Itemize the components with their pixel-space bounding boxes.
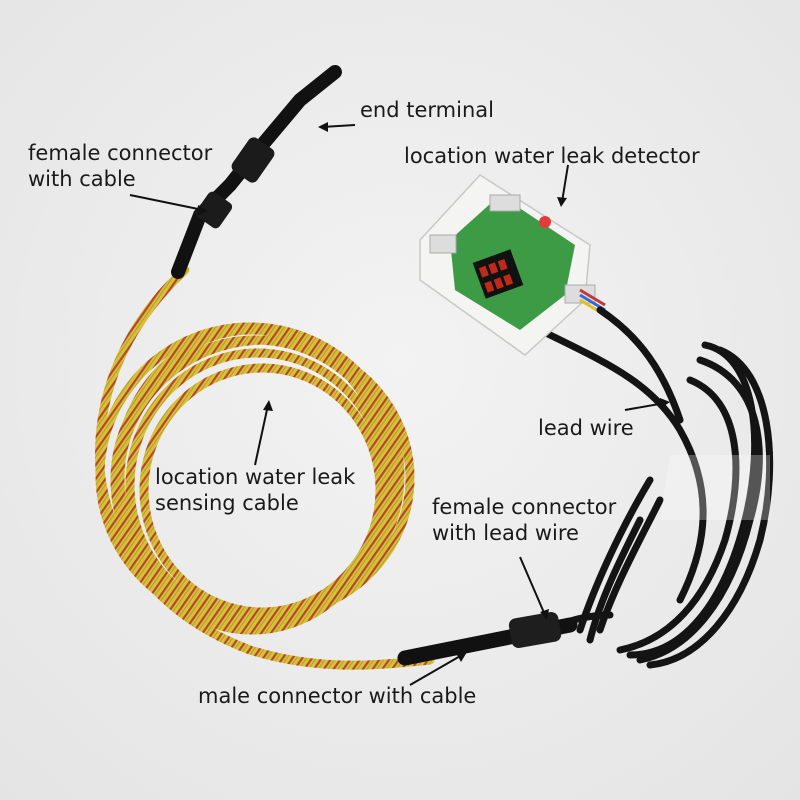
top-connector	[171, 65, 342, 279]
sensing-cable-label: location water leak sensing cable	[155, 465, 356, 515]
detector-module	[419, 174, 606, 356]
lead-wire	[596, 306, 684, 424]
lead-wire-coil	[536, 326, 774, 669]
female-connector-cable-label: female connector with cable	[28, 141, 213, 191]
lead-wire-label: lead wire	[538, 416, 634, 440]
reset-button	[539, 216, 551, 228]
detector-label: location water leak detector	[404, 144, 700, 168]
male-connector-label: male connector with cable	[198, 684, 477, 708]
end-terminal-label: end terminal	[360, 98, 494, 122]
coil-tape	[660, 455, 770, 520]
bottom-connector	[397, 611, 578, 666]
sensing-cable-coil	[95, 265, 435, 670]
annotation-arrows	[129, 122, 670, 686]
female-connector-lead-label: female connector with lead wire	[432, 495, 617, 545]
